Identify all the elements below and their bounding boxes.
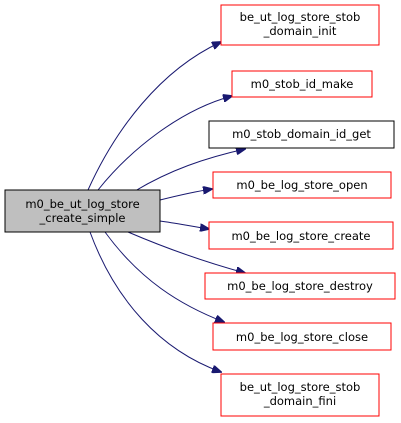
node-be-ut-log-store-stob-domain-init[interactable]: be_ut_log_store_stob _domain_init [220,4,380,46]
node-m0-stob-domain-id-get-box [208,120,395,149]
node-m0-be-log-store-create[interactable]: m0_be_log_store_create [208,221,394,250]
node-m0-be-log-store-create-label: m0_be_log_store_create [231,229,370,243]
node-m0-be-log-store-destroy-box [204,272,396,300]
edge-to-m0-stob-domain-id-get [134,149,245,192]
node-source-label-line2: _create_simple [39,211,126,225]
node-be-ut-log-store-stob-domain-fini-box [220,373,380,417]
edge-to-m0-be-log-store-destroy [127,231,245,273]
edge-to-be-ut-log-store-stob-domain-init [87,42,221,191]
edges [87,42,245,372]
node-m0-stob-id-make-label: m0_stob_id_make [251,77,354,91]
node-m0-stob-id-make-box [231,70,373,98]
node-be-ut-log-store-stob-domain-init-box [220,4,380,46]
node-m0-be-log-store-destroy-label: m0_be_log_store_destroy [227,279,373,293]
node-m0-be-log-store-close[interactable]: m0_be_log_store_close [212,322,392,351]
node-m0-be-log-store-close-label: m0_be_log_store_close [236,330,368,344]
edge-to-m0-be-log-store-create [159,220,209,229]
node-m0-be-log-store-create-box [208,221,394,250]
node-be-ut-log-store-stob-domain-fini[interactable]: be_ut_log_store_stob _domain_fini [220,373,380,417]
node-m0-be-log-store-destroy[interactable]: m0_be_log_store_destroy [204,272,396,300]
node-m0-stob-domain-id-get[interactable]: m0_stob_domain_id_get [208,120,395,149]
node-m0-stob-domain-id-get-label: m0_stob_domain_id_get [232,127,371,141]
edge-to-m0-be-log-store-open [159,189,212,201]
node-source-box [4,189,161,233]
node-source[interactable]: m0_be_ut_log_store _create_simple [4,189,161,233]
node-be-ut-log-store-stob-domain-init-line2: _domain_init [263,24,337,38]
node-m0-be-log-store-close-box [212,322,392,351]
node-be-ut-log-store-stob-domain-fini-line1: be_ut_log_store_stob [240,380,361,394]
node-m0-be-log-store-open-box [212,171,392,199]
edge-to-m0-be-log-store-close [104,231,224,322]
edge-to-m0-stob-id-make [97,96,232,191]
node-source-label-line1: m0_be_ut_log_store [25,197,139,211]
node-m0-stob-id-make[interactable]: m0_stob_id_make [231,70,373,98]
node-m0-be-log-store-open-label: m0_be_log_store_open [236,178,367,192]
edge-to-be-ut-log-store-stob-domain-fini [89,231,221,372]
node-be-ut-log-store-stob-domain-init-line1: be_ut_log_store_stob [240,10,361,24]
node-m0-be-log-store-open[interactable]: m0_be_log_store_open [212,171,392,199]
node-be-ut-log-store-stob-domain-fini-line2: _domain_fini [263,394,336,408]
